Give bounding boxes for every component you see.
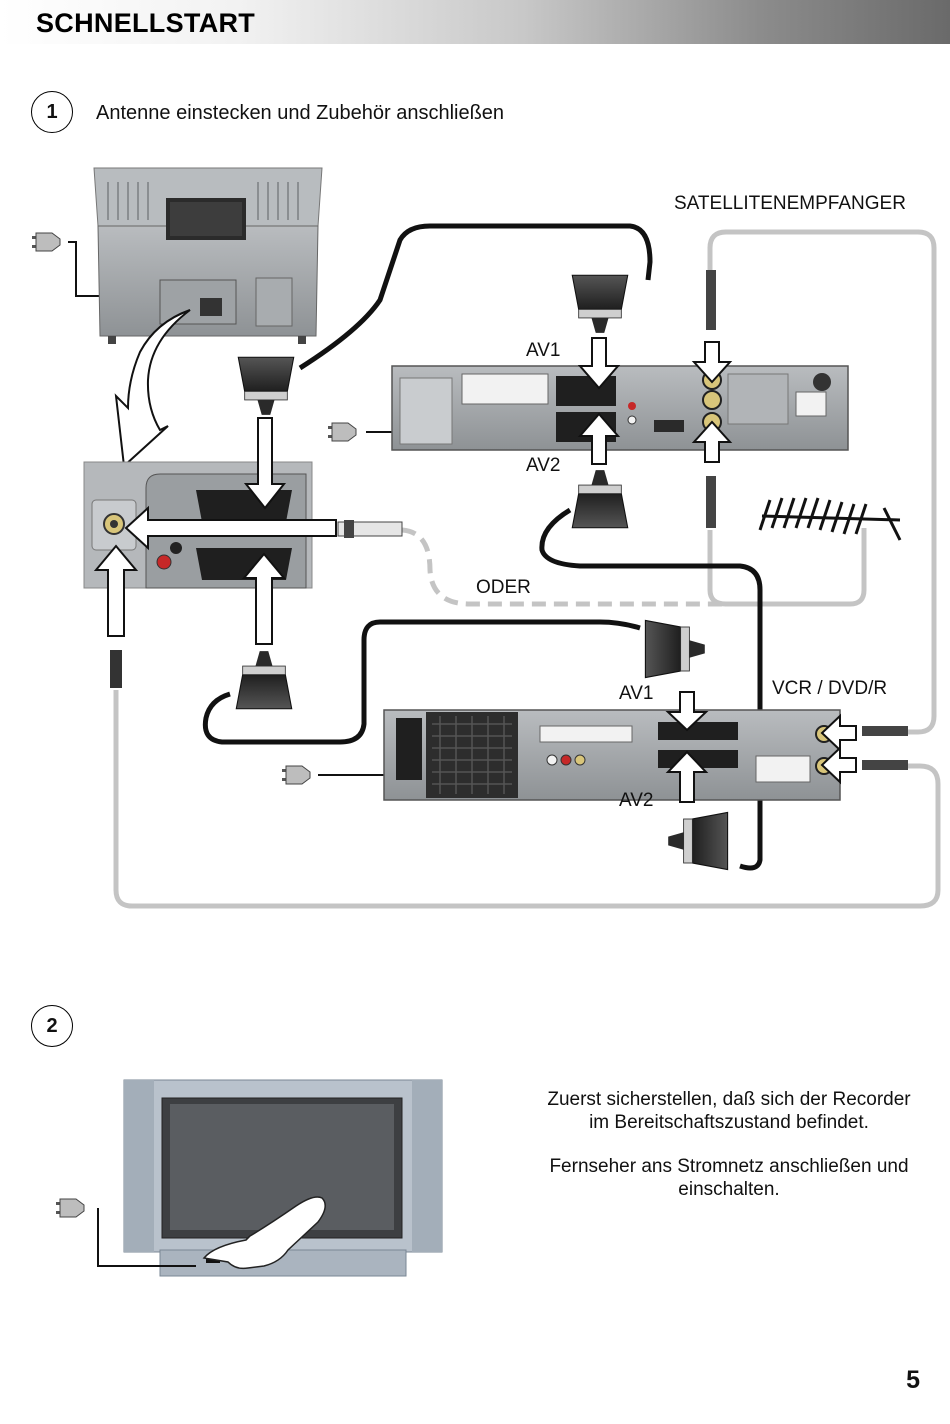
sat-rf-plug-bottom	[706, 476, 716, 528]
power-plug-icon	[55, 1198, 85, 1218]
label-oder: ODER	[476, 577, 531, 598]
scart-cable-tv-to-sat	[298, 223, 653, 371]
satellite-cable	[707, 229, 937, 735]
zoom-arrow	[114, 309, 191, 469]
instruction-power-on-line1: Fernseher ans Stromnetz anschließen und	[549, 1156, 909, 1177]
instruction-standby: Zuerst sicherstellen, daß sich der Recor…	[512, 1088, 946, 1134]
step-1-text: Antenne einstecken und Zubehör anschließ…	[96, 102, 505, 124]
arrows-tv	[93, 417, 337, 645]
scart-cable-sat-to-vcr	[539, 507, 763, 871]
step-2-badge: 2	[31, 1005, 73, 1047]
scart-cable-tv-to-vcr	[202, 619, 641, 745]
instruction-power-on: Fernseher ans Stromnetz anschließen und …	[512, 1155, 946, 1201]
power-plug-icon	[281, 765, 311, 785]
tv-rear-image	[93, 167, 323, 344]
label-vcr-dvd-r: VCR / DVD/R	[772, 678, 888, 699]
label-vcr-av2: AV2	[619, 790, 654, 811]
aerial-antenna-icon	[758, 497, 902, 541]
instruction-standby-line2: im Bereitschaftszustand befindet.	[589, 1112, 869, 1133]
instruction-standby-line1: Zuerst sicherstellen, daß sich der Recor…	[547, 1089, 911, 1110]
power-plug-icon	[327, 422, 357, 442]
instruction-power-on-line2: einschalten.	[678, 1179, 780, 1200]
page-title: SCHNELLSTART	[36, 8, 256, 38]
step-1-badge: 1	[31, 91, 73, 133]
header-bar: SCHNELLSTART	[0, 0, 950, 44]
satellite-receiver	[391, 365, 849, 451]
antenna-cable	[707, 528, 867, 607]
arrows-satellite	[577, 337, 733, 465]
label-satellite-receiver: SATELLITENEMPFANGER	[674, 193, 906, 214]
vcr-to-tv-rf-cable	[113, 690, 941, 909]
power-plug-icon	[31, 232, 61, 252]
label-vcr-av1: AV1	[619, 683, 654, 704]
vcr-dvd-recorder	[383, 709, 841, 801]
hand-icon	[202, 1196, 326, 1270]
sat-rf-plug-top	[706, 270, 716, 330]
label-sat-av2: AV2	[526, 455, 561, 476]
arrows-vcr	[665, 691, 857, 803]
label-sat-av1: AV1	[526, 340, 561, 361]
oder-dashed-cable	[401, 527, 726, 607]
page-number: 5	[906, 1366, 920, 1394]
